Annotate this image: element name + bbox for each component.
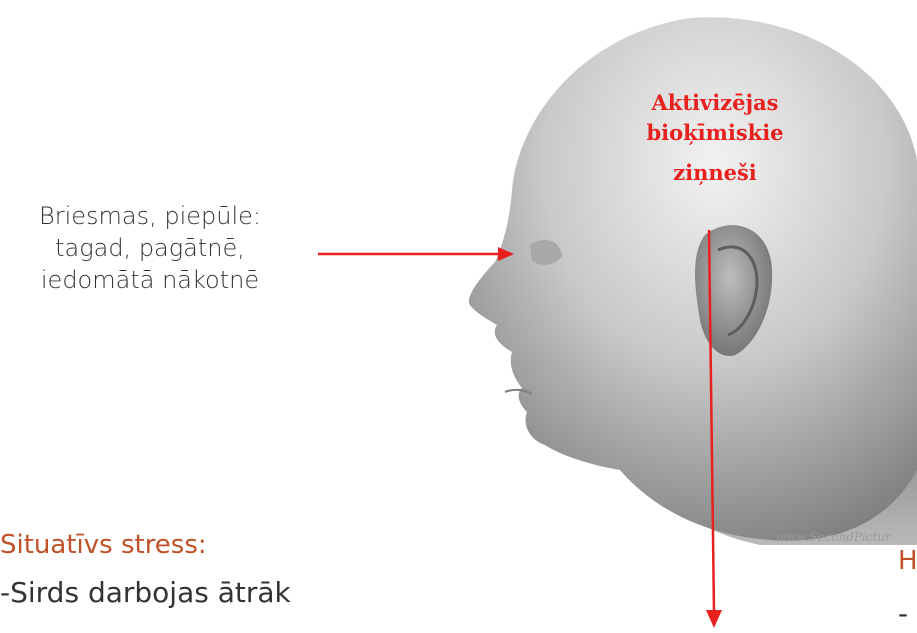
stimulus-line-3: iedomātā nākotnē xyxy=(0,264,300,296)
right-bullet-fragment: - xyxy=(898,597,908,630)
stimulus-line-2: tagad, pagātnē, xyxy=(0,232,300,264)
situational-stress-heading: Situatīvs stress: xyxy=(0,530,207,560)
output-arrow-head xyxy=(706,610,722,628)
biochemical-line-3: ziņneši xyxy=(600,158,830,188)
situational-stress-bullet: -Sirds darbojas ātrāk xyxy=(0,576,291,609)
watermark: www.SecondPictur xyxy=(776,530,917,544)
biochemical-label: Aktivizējas bioķīmiskie ziņneši xyxy=(600,88,830,188)
stimulus-caption: Briesmas, piepūle: tagad, pagātnē, iedom… xyxy=(0,200,300,296)
biochemical-line-2: bioķīmiskie xyxy=(600,118,830,148)
biochemical-line-1: Aktivizējas xyxy=(600,88,830,118)
right-heading-fragment: H xyxy=(898,546,917,576)
stimulus-line-1: Briesmas, piepūle: xyxy=(0,200,300,232)
